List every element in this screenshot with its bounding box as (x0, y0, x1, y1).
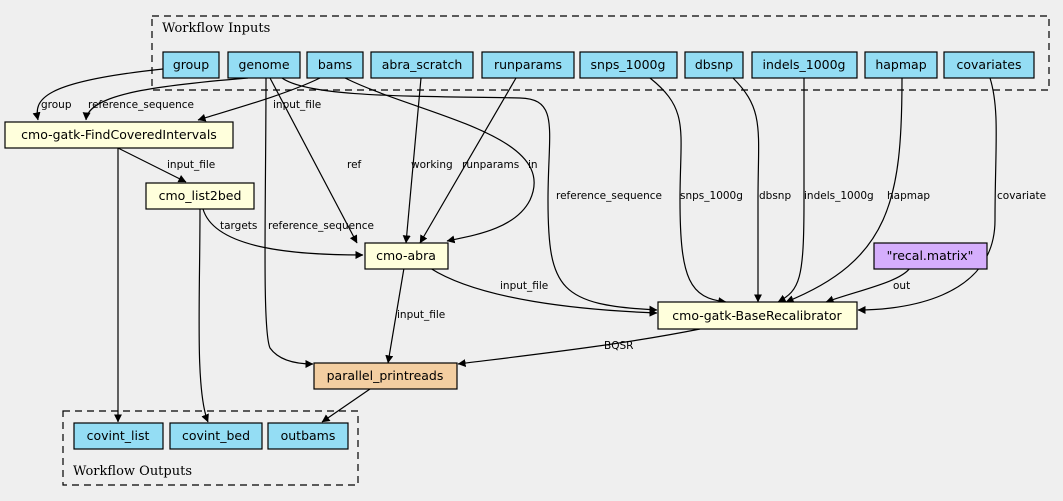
edge-label-group: group (41, 99, 72, 111)
edge-runparams-abra (419, 77, 517, 244)
edge-label-in: in (528, 159, 538, 171)
node-recal-matrix-label: "recal.matrix" (887, 248, 974, 263)
node-find-covered-intervals[interactable]: cmo-gatk-FindCoveredIntervals (4, 121, 234, 149)
edge-scratch-abra (402, 77, 422, 244)
node-covint-bed-label: covint_bed (182, 428, 250, 443)
input-nodes: group genome bams abra_scratch runparams… (162, 51, 1035, 79)
edge-covariates-recal (857, 77, 997, 314)
edge-genome-find (82, 77, 249, 121)
edge-bams-find (197, 77, 321, 122)
edge-label-hapmap: hapmap (887, 190, 930, 202)
node-indels-1000g-label: indels_1000g (762, 57, 845, 72)
node-group-label: group (173, 57, 209, 72)
node-recal-matrix[interactable]: "recal.matrix" (873, 242, 988, 270)
node-covint-bed[interactable]: covint_bed (169, 422, 263, 450)
edge-label-out: out (893, 280, 910, 292)
output-nodes: covint_list covint_bed outbams (73, 422, 349, 450)
node-genome[interactable]: genome (227, 51, 301, 79)
edge-genome-recal (281, 77, 658, 314)
edge-list2bed-abra (202, 208, 364, 259)
node-group[interactable]: group (162, 51, 220, 79)
edges (32, 68, 997, 423)
workflow-outputs-label: Workflow Outputs (73, 464, 192, 479)
edge-snps-recal (649, 77, 727, 306)
workflow-inputs-cluster (151, 15, 1050, 91)
step-nodes: cmo-gatk-FindCoveredIntervals cmo_list2b… (4, 121, 988, 390)
edge-abra-recal (429, 267, 658, 317)
node-cmo-abra-label: cmo-abra (376, 248, 436, 263)
edge-label-snps: snps_1000g (680, 190, 743, 202)
edge-matrix-recal (825, 267, 911, 304)
workflow-outputs-cluster (62, 410, 359, 486)
edge-list2bed-covint-bed (198, 208, 209, 423)
node-indels-1000g[interactable]: indels_1000g (751, 51, 858, 79)
edge-label-covariate: covariate (997, 190, 1046, 202)
edge-label-runparams: runparams (462, 159, 519, 171)
node-hapmap-label: hapmap (875, 57, 926, 72)
edge-recal-printreads (457, 328, 701, 368)
node-base-recalibrator[interactable]: cmo-gatk-BaseRecalibrator (657, 301, 858, 330)
edge-genome-printreads (264, 77, 314, 368)
edge-label-input-file-4: input_file (397, 309, 445, 321)
node-dbsnp[interactable]: dbsnp (684, 51, 744, 79)
node-snps-1000g-label: snps_1000g (591, 57, 666, 72)
edge-label-input-file-3: input_file (500, 280, 548, 292)
edge-label-reference-sequence-2: reference_sequence (268, 220, 374, 232)
node-cmo-list2bed[interactable]: cmo_list2bed (145, 182, 255, 210)
node-cmo-abra[interactable]: cmo-abra (364, 242, 449, 270)
edge-bams-abra (344, 77, 535, 244)
edge-label-dbsnp: dbsnp (759, 190, 791, 202)
node-find-covered-intervals-label: cmo-gatk-FindCoveredIntervals (21, 127, 217, 142)
node-dbsnp-label: dbsnp (695, 57, 733, 72)
node-parallel-printreads[interactable]: parallel_printreads (313, 362, 458, 390)
node-outbams-label: outbams (281, 428, 336, 443)
edge-label-input-file-1: input_file (273, 99, 321, 111)
edge-hapmap-recal (785, 77, 903, 303)
node-covariates-label: covariates (957, 57, 1022, 72)
edge-dbsnp-recal (732, 77, 762, 303)
edge-abra-printreads (385, 267, 405, 364)
node-runparams[interactable]: runparams (481, 51, 575, 79)
edge-label-bqsr: BQSR (604, 340, 633, 352)
edge-find-list2bed (117, 147, 187, 183)
edge-printreads-outbams (321, 388, 371, 423)
node-snps-1000g[interactable]: snps_1000g (579, 51, 678, 79)
node-abra-scratch[interactable]: abra_scratch (370, 51, 474, 79)
edge-label-input-file-2: input_file (167, 159, 215, 171)
edge-label-indels: indels_1000g (804, 190, 874, 202)
node-hapmap[interactable]: hapmap (864, 51, 938, 79)
edge-group-find (32, 68, 164, 121)
node-runparams-label: runparams (494, 57, 562, 72)
edge-indels-recal (777, 78, 805, 303)
node-genome-label: genome (238, 57, 289, 72)
edge-genome-abra (269, 77, 358, 244)
node-abra-scratch-label: abra_scratch (382, 57, 463, 72)
node-covint-list-label: covint_list (87, 428, 150, 443)
edge-label-targets: targets (220, 220, 257, 232)
edge-label-reference-sequence-1: reference_sequence (88, 99, 194, 111)
workflow-inputs-label: Workflow Inputs (162, 21, 270, 36)
edge-label-reference-sequence-3: reference_sequence (556, 190, 662, 202)
node-covint-list[interactable]: covint_list (73, 422, 164, 450)
node-base-recalibrator-label: cmo-gatk-BaseRecalibrator (672, 308, 842, 323)
node-covariates[interactable]: covariates (943, 51, 1035, 79)
node-parallel-printreads-label: parallel_printreads (327, 368, 444, 383)
node-cmo-list2bed-label: cmo_list2bed (159, 188, 242, 203)
edge-labels: group reference_sequence input_file inpu… (41, 99, 1046, 352)
edge-label-working: working (411, 159, 453, 171)
node-bams[interactable]: bams (306, 51, 364, 79)
node-bams-label: bams (318, 57, 352, 72)
edge-label-ref: ref (347, 159, 362, 171)
node-outbams[interactable]: outbams (267, 422, 349, 450)
